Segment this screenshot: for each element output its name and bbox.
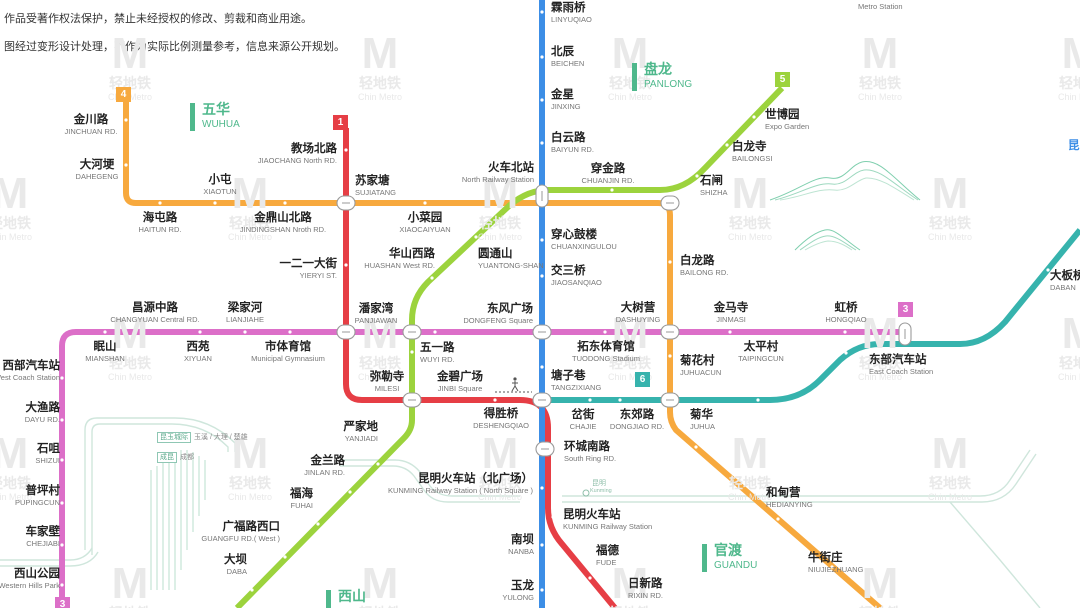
- rail-station-kunming: 昆明: [592, 480, 606, 487]
- district-panlong: 盘龙 PANLONG: [632, 62, 693, 91]
- district-marker: [632, 63, 637, 91]
- district-name: 西山: [338, 589, 366, 605]
- district-name: 官渡: [714, 543, 742, 559]
- line-5-badge[interactable]: 5: [775, 72, 790, 87]
- district-name-en: WUHUA: [202, 119, 240, 130]
- district-xishan: 西山: [326, 589, 366, 608]
- disclaimer-notice: 图经过变形设计处理，不作为实际比例测量参考，信息来源公开规划。: [4, 40, 345, 53]
- district-name-en: PANLONG: [644, 79, 693, 90]
- district-wuhua: 五华 WUHUA: [190, 102, 240, 131]
- rail-tag-sub: 玉溪 / 大理 / 楚雄: [194, 434, 248, 441]
- rail-tag: 成昆: [157, 452, 177, 463]
- line-1-badge[interactable]: 1: [333, 115, 348, 130]
- line-3-track: [59, 329, 905, 608]
- interchange-marks: [342, 191, 906, 450]
- district-name: 五华: [202, 102, 230, 118]
- mountain-decoration: [769, 161, 921, 251]
- line-3-badge-west[interactable]: 3: [55, 597, 70, 608]
- rail-label-kunyu: 昆玉城际玉溪 / 大理 / 楚雄: [157, 432, 248, 443]
- line-6-badge[interactable]: 6: [635, 372, 650, 387]
- line-6-track: [548, 228, 1080, 403]
- district-guandu: 官渡 GUANDU: [702, 543, 758, 572]
- line-4-badge[interactable]: 4: [116, 87, 131, 102]
- rail-tag: 昆玉城际: [157, 432, 191, 443]
- walking-transfer: [495, 377, 532, 393]
- copyright-notice: 作品受著作权法保护，禁止未经授权的修改、剪裁和商业用途。: [4, 12, 312, 25]
- rail-label-chengkun: 成昆成都: [157, 452, 194, 463]
- station-dots: [60, 10, 1050, 592]
- line-3-badge[interactable]: 3: [898, 302, 913, 317]
- district-marker: [190, 103, 195, 131]
- line-5-track: [234, 85, 785, 608]
- rail-tag-sub: 成都: [180, 454, 194, 461]
- hatched-area: [150, 450, 206, 590]
- district-marker: [702, 544, 707, 572]
- national-railway: [0, 417, 1041, 608]
- rail-station-marker: [582, 489, 590, 497]
- interchange-stations: [336, 184, 912, 457]
- rail-station-kunming-en: Kunming: [590, 488, 612, 494]
- district-name: 盘龙: [644, 62, 672, 78]
- line-4-track: [123, 98, 882, 608]
- district-marker: [326, 590, 331, 608]
- district-name-en: GUANDU: [714, 560, 758, 571]
